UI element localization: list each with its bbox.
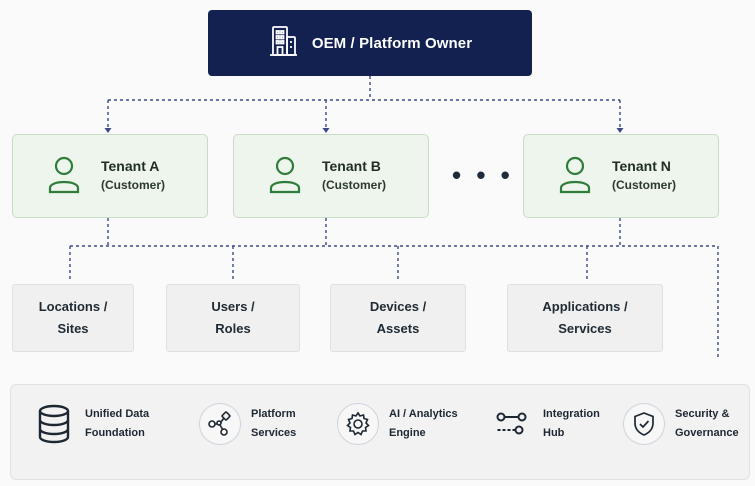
resource-label-line1: Locations / — [38, 299, 108, 314]
tenant-card-b: Tenant B (Customer) — [233, 134, 429, 218]
capability-unified-data: Unified Data Foundation — [33, 403, 149, 445]
resource-label-line2: Sites — [57, 321, 89, 336]
platform-owner-title: OEM / Platform Owner — [311, 34, 473, 52]
capability-platform-services: Platform Services — [199, 403, 296, 445]
capability-label-line1: Platform — [251, 408, 296, 420]
user-icon — [558, 155, 592, 200]
shield-check-icon — [623, 403, 665, 445]
building-icon — [268, 24, 298, 63]
tenant-name: Tenant A — [101, 158, 160, 174]
capability-label-line1: Security & — [675, 408, 730, 420]
network-icon — [199, 403, 241, 445]
capability-label-line1: Unified Data — [85, 408, 150, 420]
resource-label-line2: Roles — [215, 321, 251, 336]
gear-icon — [337, 403, 379, 445]
platform-foundation-panel: Unified Data Foundation Platform Service… — [10, 384, 750, 480]
capability-label-line1: Integration — [543, 408, 600, 420]
platform-owner-box: OEM / Platform Owner — [208, 10, 532, 76]
capability-ai-analytics: AI / Analytics Engine — [337, 403, 458, 445]
capability-label-line2: Hub — [543, 427, 565, 439]
more-tenants-ellipsis: • • • — [452, 160, 514, 190]
resource-locations-sites: Locations / Sites — [12, 284, 134, 352]
tenant-card-n: Tenant N (Customer) — [523, 134, 719, 218]
user-icon — [47, 155, 81, 200]
tenant-name: Tenant B — [322, 158, 381, 174]
resource-label-line1: Devices / — [369, 299, 427, 314]
capability-label-line2: Services — [251, 427, 297, 439]
tenant-subtitle: (Customer) — [101, 178, 166, 192]
resource-applications-services: Applications / Services — [507, 284, 663, 352]
database-icon — [33, 403, 75, 445]
tenant-name: Tenant N — [612, 158, 671, 174]
user-icon — [268, 155, 302, 200]
resource-devices-assets: Devices / Assets — [330, 284, 466, 352]
resource-label-line1: Users / — [211, 299, 255, 314]
resource-users-roles: Users / Roles — [166, 284, 300, 352]
capability-label-line2: Governance — [675, 427, 739, 439]
capability-label-line1: AI / Analytics — [389, 408, 458, 420]
resource-label-line2: Services — [558, 321, 612, 336]
tenant-subtitle: (Customer) — [612, 178, 677, 192]
capability-label-line2: Engine — [389, 427, 426, 439]
tenant-subtitle: (Customer) — [322, 178, 387, 192]
tenant-card-a: Tenant A (Customer) — [12, 134, 208, 218]
capability-label-line2: Foundation — [85, 427, 145, 439]
integration-icon — [491, 403, 533, 445]
resource-label-line2: Assets — [376, 321, 420, 336]
capability-security-governance: Security & Governance — [623, 403, 739, 445]
capability-integration-hub: Integration Hub — [491, 403, 600, 445]
resource-label-line1: Applications / — [542, 299, 628, 314]
